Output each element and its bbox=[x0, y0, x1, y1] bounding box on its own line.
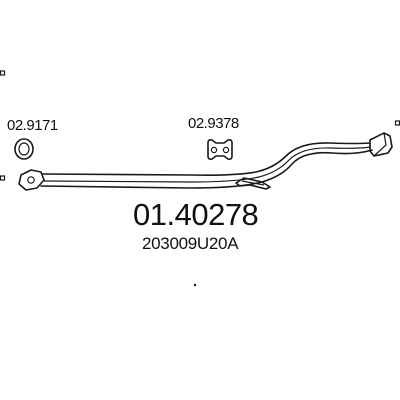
pipe-flange bbox=[18, 169, 45, 191]
edge-marker-left bbox=[0, 175, 6, 181]
exhaust-pipe bbox=[18, 132, 393, 191]
oe-reference-number: 203009U20A bbox=[142, 234, 239, 253]
hanger-bracket bbox=[235, 177, 271, 190]
gasket-ring-icon bbox=[14, 138, 34, 160]
edge-marker-right bbox=[394, 120, 400, 126]
edge-marker-top-left bbox=[0, 70, 6, 76]
main-part-number: 01.40278 bbox=[133, 197, 258, 232]
part-label-hanger: 02.9378 bbox=[188, 115, 239, 132]
dot-mark bbox=[193, 283, 197, 287]
part-label-gasket: 02.9171 bbox=[7, 117, 58, 134]
pipe-end-sleeve bbox=[369, 132, 393, 157]
rubber-hanger-icon bbox=[207, 139, 233, 160]
